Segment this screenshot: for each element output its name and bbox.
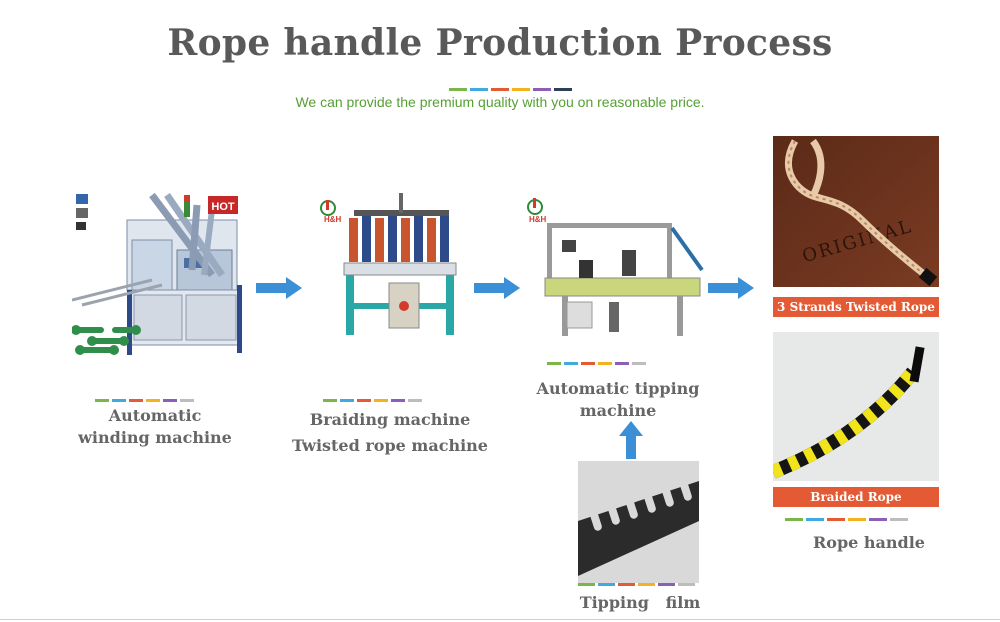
stripe-segment [357, 399, 371, 402]
right-arrow-icon [708, 277, 754, 299]
bottom-divider [0, 619, 1000, 620]
braiding-machine-image: H&H [314, 188, 464, 343]
page-subtitle: We can provide the premium quality with … [295, 94, 705, 110]
stripe-segment [491, 88, 509, 91]
stripe-segment [678, 583, 695, 586]
stripe-segment [658, 583, 675, 586]
stripe-segment [827, 518, 845, 521]
twisted-rope-label: 3 Strands Twisted Rope [773, 297, 939, 317]
film-color-stripe [578, 583, 695, 586]
stripe-segment [578, 583, 595, 586]
stripe-segment [163, 399, 177, 402]
right-arrow-icon [256, 277, 302, 299]
stripe-segment [449, 88, 467, 91]
winding-caption-line2: winding machine [78, 428, 232, 447]
stripe-segment [129, 399, 143, 402]
stripe-segment [598, 583, 615, 586]
stripe-segment [848, 518, 866, 521]
right-arrow-icon [474, 277, 520, 299]
braiding-machine-caption: Braiding machine Twisted rope machine [280, 409, 500, 457]
stripe-segment [547, 362, 561, 365]
tipping-color-stripe [547, 362, 646, 365]
stripe-segment [112, 399, 126, 402]
winding-color-stripe [95, 399, 194, 402]
hh-logo-text: H&H [324, 215, 342, 224]
stripe-segment [598, 362, 612, 365]
stripe-segment [615, 362, 629, 365]
stripe-segment [95, 399, 109, 402]
stripe-segment [146, 399, 160, 402]
braiding-caption-line2: Twisted rope machine [292, 436, 488, 455]
rope-handle-caption: Rope handle [813, 533, 925, 552]
tipping-machine-caption: Automatic tipping machine [518, 378, 718, 422]
stripe-segment [618, 583, 635, 586]
stripe-segment [470, 88, 488, 91]
stripe-segment [533, 88, 551, 91]
stripe-segment [408, 399, 422, 402]
page-title: Rope handle Production Process [167, 22, 833, 64]
hh-logo-text: H&H [529, 215, 547, 224]
winding-caption-line1: Automatic [108, 406, 202, 425]
stripe-segment [554, 88, 572, 91]
stripe-segment [785, 518, 803, 521]
tipping-film-caption: Tipping film [579, 593, 701, 612]
stripe-segment [323, 399, 337, 402]
stripe-segment [869, 518, 887, 521]
product-color-stripe [785, 518, 908, 521]
stripe-segment [632, 362, 646, 365]
stripe-segment [340, 399, 354, 402]
hot-badge-text: HOT [211, 201, 235, 213]
stripe-segment [512, 88, 530, 91]
stripe-segment [564, 362, 578, 365]
twisted-rope-image: ORIGINAL [773, 136, 939, 287]
title-color-stripe [449, 88, 572, 91]
stripe-segment [890, 518, 908, 521]
stripe-segment [180, 399, 194, 402]
tipping-machine-image: H&H [527, 190, 705, 340]
braided-rope-image [773, 332, 939, 481]
braiding-caption-line1: Braiding machine [309, 410, 471, 429]
winding-machine-image: HOT [72, 190, 244, 360]
stripe-segment [638, 583, 655, 586]
stripe-segment [581, 362, 595, 365]
braided-rope-label: Braided Rope [773, 487, 939, 507]
winding-machine-caption: Automatic winding machine [60, 405, 250, 449]
stripe-segment [806, 518, 824, 521]
stripe-segment [391, 399, 405, 402]
tipping-caption-line2: machine [579, 401, 657, 420]
tipping-film-image [578, 461, 699, 583]
up-arrow-icon [619, 421, 643, 459]
braiding-color-stripe [323, 399, 422, 402]
tipping-caption-line1: Automatic tipping [536, 379, 700, 398]
stripe-segment [374, 399, 388, 402]
